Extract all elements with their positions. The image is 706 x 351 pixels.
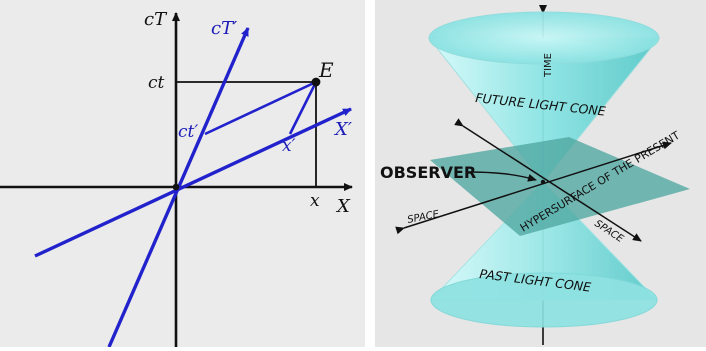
- ct-prime-parallel-line: [288, 81, 318, 135]
- future-cone-rim: [428, 11, 660, 65]
- ct-prime-axis-label: cT′: [211, 18, 237, 39]
- x-value-label: x: [310, 191, 320, 211]
- x-prime-axis: [34, 107, 352, 258]
- diagram-background: [0, 0, 365, 347]
- event-point: [311, 77, 321, 87]
- event-label: E: [318, 58, 334, 82]
- ct-value-label: ct: [148, 73, 165, 93]
- x-prime-value-label: x′: [282, 136, 296, 156]
- observer-label: OBSERVER: [380, 163, 476, 182]
- spacetime-diagram: cT cT′ ct E ct′ x′ X′ x X: [0, 0, 365, 348]
- ct-axis-label: cT: [144, 9, 168, 30]
- x-axis-label: X: [335, 196, 351, 217]
- x-prime-axis-label: X′: [333, 119, 352, 140]
- past-cone-rim: [430, 272, 658, 328]
- light-cone-diagram: TIME FUTURE LIGHT CONE OBSERVER SPACE SP…: [375, 0, 706, 347]
- space-axis-diagonal: [454, 118, 642, 242]
- observer-pointer: [466, 171, 537, 182]
- observer-point: [540, 179, 546, 185]
- spacetime-diagram-panel: cT cT′ ct E ct′ x′ X′ x X: [0, 0, 365, 348]
- ct-prime-value-label: ct′: [178, 122, 198, 142]
- time-axis-label: TIME: [543, 53, 554, 78]
- x-prime-parallel-line: [204, 80, 317, 136]
- light-cone-panel: TIME FUTURE LIGHT CONE OBSERVER SPACE SP…: [375, 0, 706, 347]
- origin-point: [172, 183, 180, 191]
